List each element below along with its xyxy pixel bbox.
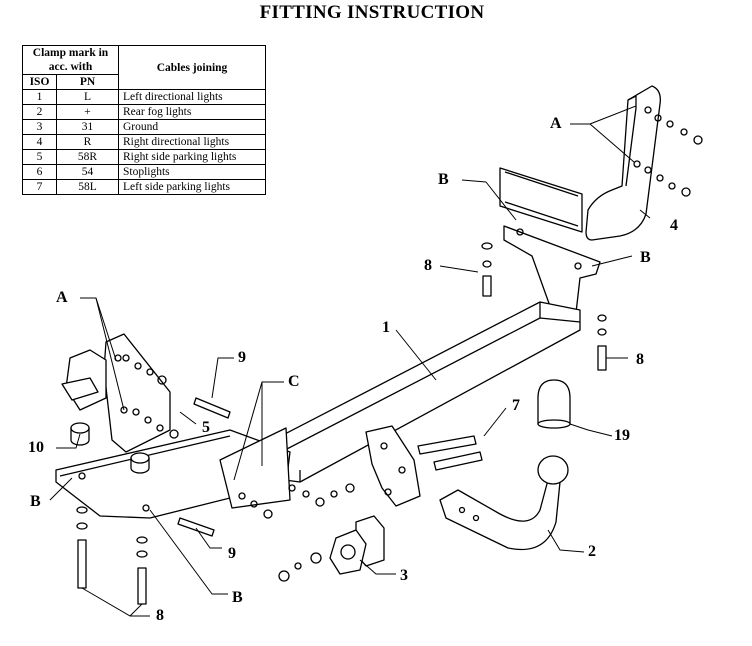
socket-bracket-part3 [329,515,385,575]
right-bracket-part4 [585,85,661,241]
table-row: 3 31 Ground [22,119,266,135]
clamp-mark-header: Clamp mark in acc. with [22,45,119,75]
callout-C: C [288,373,300,390]
description-cell: Left side parking lights [118,179,266,195]
callout-part1: 1 [382,319,390,336]
callout-part3: 3 [400,567,408,584]
bolts-part7 [417,435,483,471]
callout-part8-right: 8 [636,351,644,368]
left-mounting-plate [55,427,291,519]
callout-part2: 2 [588,543,596,560]
nuts-and-washers [122,114,703,582]
callout-part19: 19 [614,427,630,444]
bolts-part9 [177,397,231,537]
table-row: 5 58R Right side parking lights [22,149,266,165]
table-row: 7 58L Left side parking lights [22,179,266,195]
table-row: 2 + Rear fog lights [22,104,266,120]
callout-part10: 10 [28,439,44,456]
callout-part8-top: 8 [424,257,432,274]
bolt-right-part8 [597,314,607,371]
flange-plate [365,425,421,507]
spacer-plate-top [499,167,583,233]
callout-part5: 5 [202,419,210,436]
spacer-part10 [70,422,150,474]
callout-A-left: A [56,289,68,306]
bolt-top-part8 [481,242,493,297]
callout-B-bottom: B [232,589,243,606]
callout-part9-bottom: 9 [228,545,236,562]
callout-part4: 4 [670,217,678,234]
ball-cap-part19 [537,379,571,429]
callout-part7: 7 [512,397,520,414]
callout-B-top-right: B [640,249,651,266]
callout-B-left: B [30,493,41,510]
callout-part8-bottom: 8 [156,607,164,624]
crossbar-part1 [249,301,581,483]
pn-cell: 58R [56,149,119,165]
cable-joining-table: Clamp mark in acc. with Cables joining I… [22,45,266,195]
table-row: 4 R Right directional lights [22,134,266,150]
page-title: FITTING INSTRUCTION [259,2,485,23]
leader-lines [49,105,651,617]
left-side-arm-part5 [61,333,171,453]
pn-header: PN [56,74,119,90]
description-cell: Right side parking lights [118,149,266,165]
tow-ball-part2 [439,455,569,551]
callout-A-top: A [550,115,562,132]
callout-B-top-left: B [438,171,449,188]
bolts-bottom-part8 [76,506,148,605]
callout-part9-top: 9 [238,349,246,366]
